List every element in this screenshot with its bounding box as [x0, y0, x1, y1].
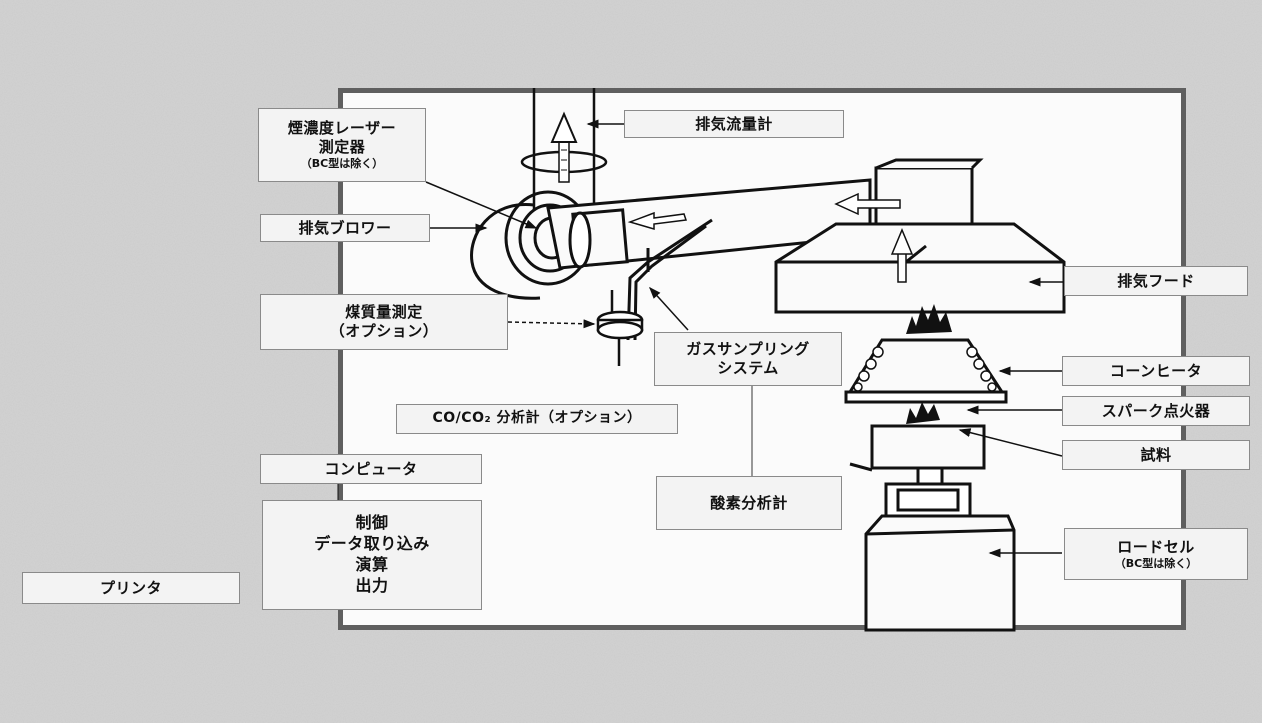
co-analyzer-label: CO/CO₂ 分析計（オプション） [396, 404, 678, 434]
duct-flow-arrow [550, 111, 578, 183]
soot-measure-line2: （オプション） [329, 322, 439, 340]
smoke-laser-line1: 煙濃度レーザー [287, 119, 397, 138]
leader-arrows [425, 119, 1064, 558]
soot-measure-line1: 煤質量測定 [345, 303, 423, 322]
exhaust-hood-label: 排気フード [1064, 266, 1248, 296]
load-cell [864, 514, 1016, 632]
cone-heater-label: コーンヒータ [1062, 356, 1250, 386]
co-analyzer-text: CO/CO₂ 分析計（オプション） [432, 410, 642, 427]
sampling-probe [626, 218, 713, 341]
spark-igniter-label: スパーク点火器 [1062, 396, 1250, 426]
function-control: 制御 [355, 513, 389, 533]
smoke-laser-note: （BC型は除く） [300, 156, 384, 170]
function-calculation: 演算 [355, 555, 389, 574]
exhaust-flow-meter-label: 排気流量計 [624, 110, 844, 138]
exhaust-blower-label: 排気ブロワー [260, 214, 430, 242]
hood-box [874, 158, 984, 226]
spark-igniter-text: スパーク点火器 [1101, 401, 1211, 420]
horizontal-duct [546, 178, 872, 270]
exhaust-duct [532, 88, 596, 210]
exhaust-flow-meter-text: 排気流量計 [695, 114, 773, 133]
cone-heater-text: コーンヒータ [1109, 361, 1203, 380]
function-data-acquisition: データ取り込み [314, 534, 430, 554]
function-output: 出力 [355, 575, 389, 595]
printer-label: プリンタ [22, 572, 240, 604]
printer-text: プリンタ [99, 578, 162, 597]
cone-heater [844, 338, 1008, 404]
computer-text: コンピュータ [324, 459, 418, 478]
oxygen-analyzer-label: 酸素分析計 [656, 476, 842, 530]
duct-left-arrow [627, 211, 688, 230]
gas-sampling-label: ガスサンプリング システム [654, 332, 842, 386]
soot-measure-label: 煤質量測定 （オプション） [260, 294, 508, 350]
exhaust-hood [774, 222, 1066, 314]
hood-flow-arrow [834, 192, 901, 216]
computer-label: コンピュータ [260, 454, 482, 484]
hood-up-arrow [890, 228, 914, 283]
exhaust-hood-text: 排気フード [1117, 271, 1195, 290]
specimen-holder [849, 424, 986, 518]
oxygen-analyzer-text: 酸素分析計 [710, 493, 788, 512]
load-cell-label: ロードセル （BC型は除く） [1064, 528, 1248, 580]
load-cell-line1: ロードセル [1117, 537, 1195, 556]
flame [906, 304, 952, 334]
load-cell-note: （BC型は除く） [1114, 556, 1198, 570]
specimen-flame [906, 402, 940, 424]
specimen-text: 試料 [1140, 445, 1172, 464]
gas-sampling-line2: システム [717, 359, 779, 377]
soot-filter [596, 290, 644, 366]
smoke-laser-line2: 測定器 [318, 138, 366, 157]
computer-functions-box: 制御 データ取り込み 演算 出力 [262, 500, 482, 610]
gas-sampling-line1: ガスサンプリング [686, 340, 810, 359]
smoke-laser-label: 煙濃度レーザー 測定器 （BC型は除く） [258, 108, 426, 182]
exhaust-blower-text: 排気ブロワー [298, 218, 392, 237]
specimen-label: 試料 [1062, 440, 1250, 470]
